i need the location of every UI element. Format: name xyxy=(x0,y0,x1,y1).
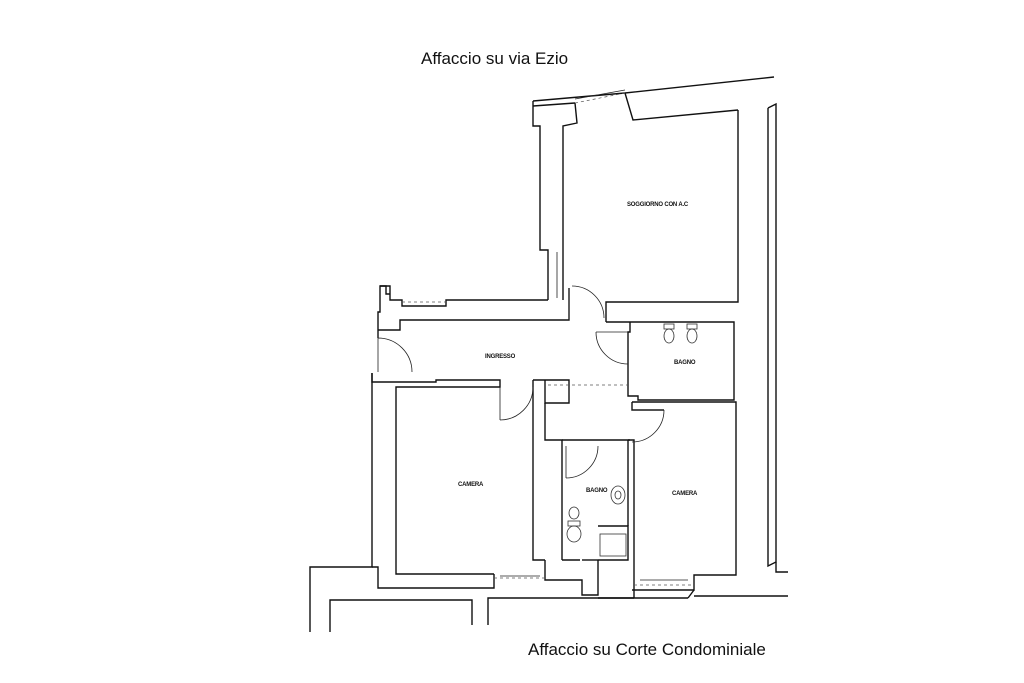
shower-icon xyxy=(599,533,627,557)
room-label-bagno-right: BAGNO xyxy=(674,360,696,366)
walls xyxy=(309,76,788,632)
toilet-icon xyxy=(663,323,675,344)
openings xyxy=(402,89,694,586)
heading-via-ezio: Affaccio su via Ezio xyxy=(421,49,568,68)
sink-icon xyxy=(610,485,626,505)
door-swings xyxy=(377,285,665,479)
bidet-icon xyxy=(568,506,580,520)
bidet-icon xyxy=(686,323,698,344)
room-label-ingresso: INGRESSO xyxy=(485,354,516,360)
room-label-camera-left: CAMERA xyxy=(458,482,484,488)
toilet-icon xyxy=(566,520,582,543)
room-label-bagno-center: BAGNO xyxy=(586,488,608,494)
room-label-camera-right: CAMERA xyxy=(672,491,698,497)
heading-corte-condominiale: Affaccio su Corte Condominiale xyxy=(528,640,766,659)
room-label-soggiorno: SOGGIORNO CON A.C xyxy=(627,202,689,208)
